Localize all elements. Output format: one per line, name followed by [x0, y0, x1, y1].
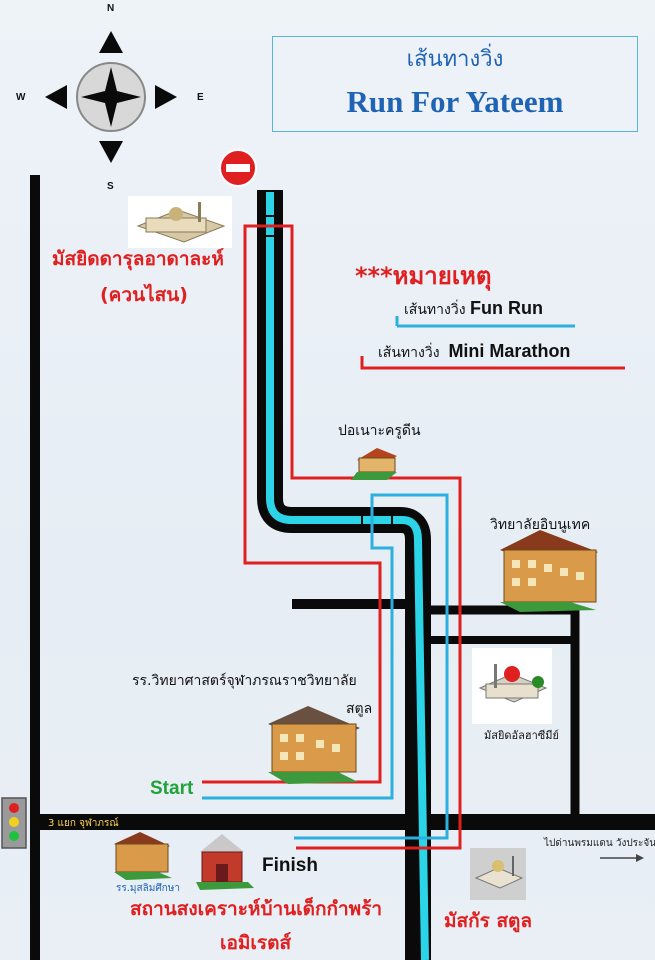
- label-mosque-north-1: มัสยิดดารุลอาดาละห์: [52, 248, 224, 270]
- label-orphanage-2: เอมิเรตส์: [220, 932, 292, 954]
- road-gate-marks-2: [361, 510, 393, 530]
- label-school-2: สตูล: [346, 701, 373, 717]
- legend-fun-run: เส้นทางวิ่ง Fun Run: [404, 298, 543, 321]
- mosque-icon: [128, 196, 232, 248]
- barn-icon: [196, 834, 254, 890]
- building-icon: [268, 706, 360, 784]
- compass-south: S: [107, 181, 114, 192]
- traffic-light-icon: [1, 797, 27, 849]
- label-to-border: ไปด่านพรมแดน วังประจัน: [544, 838, 655, 849]
- arrow-right-icon: [600, 854, 644, 862]
- label-school-1: รร.วิทยาศาสตร์จุฬาภรณราชวิทยาลัย: [132, 673, 357, 689]
- legend-mini-marathon: เส้นทางวิ่ง Mini Marathon: [378, 341, 570, 364]
- label-junction: 3 แยก จุฬาภรณ์: [48, 818, 119, 829]
- mosque-icon: [472, 648, 552, 724]
- route-mini-marathon: [202, 224, 462, 850]
- label-ponoh: ปอเนาะครูดีน: [338, 423, 421, 439]
- label-graveyard: มัสกัร สตูล: [444, 910, 533, 932]
- legend-mini-marathon-line: [360, 356, 625, 370]
- note-heading: ***หมายเหตุ: [355, 262, 492, 290]
- title-english: Run For Yateem: [346, 84, 564, 119]
- legend-mini-marathon-prefix: เส้นทางวิ่ง: [378, 345, 440, 361]
- label-college: วิทยาลัยอิบนูเทค: [490, 517, 591, 533]
- compass-north: N: [107, 3, 115, 14]
- compass-west: W: [16, 92, 26, 103]
- building-icon: [351, 448, 397, 480]
- legend-mini-marathon-route: Mini Marathon: [448, 341, 571, 361]
- label-orphanage-1: สถานสงเคราะห์บ้านเด็กกำพร้า: [130, 898, 383, 920]
- building-icon: [500, 530, 598, 612]
- no-entry-icon: [219, 149, 257, 187]
- compass-east: E: [197, 92, 204, 103]
- road-gate-marks: [262, 215, 278, 237]
- title-box: เส้นทางวิ่ง Run For Yateem: [272, 36, 638, 132]
- start-marker: Start: [150, 778, 194, 799]
- label-school-sw: รร.มุสลิมศึกษา: [116, 883, 180, 894]
- route-fun-run: [202, 493, 449, 840]
- legend-fun-run-route: Fun Run: [469, 298, 543, 318]
- road-inner-track: [266, 192, 429, 960]
- legend-fun-run-prefix: เส้นทางวิ่ง: [404, 302, 466, 318]
- label-mosque-east: มัสยิดอัลฮาซีมีย์: [484, 729, 559, 742]
- mosque-icon: [470, 848, 526, 900]
- finish-marker: Finish: [262, 855, 318, 876]
- label-mosque-north-2: (ควนไสน): [100, 284, 188, 306]
- building-icon: [114, 832, 172, 880]
- title-thai: เส้นทางวิ่ง: [406, 47, 504, 72]
- compass-icon: [45, 31, 177, 163]
